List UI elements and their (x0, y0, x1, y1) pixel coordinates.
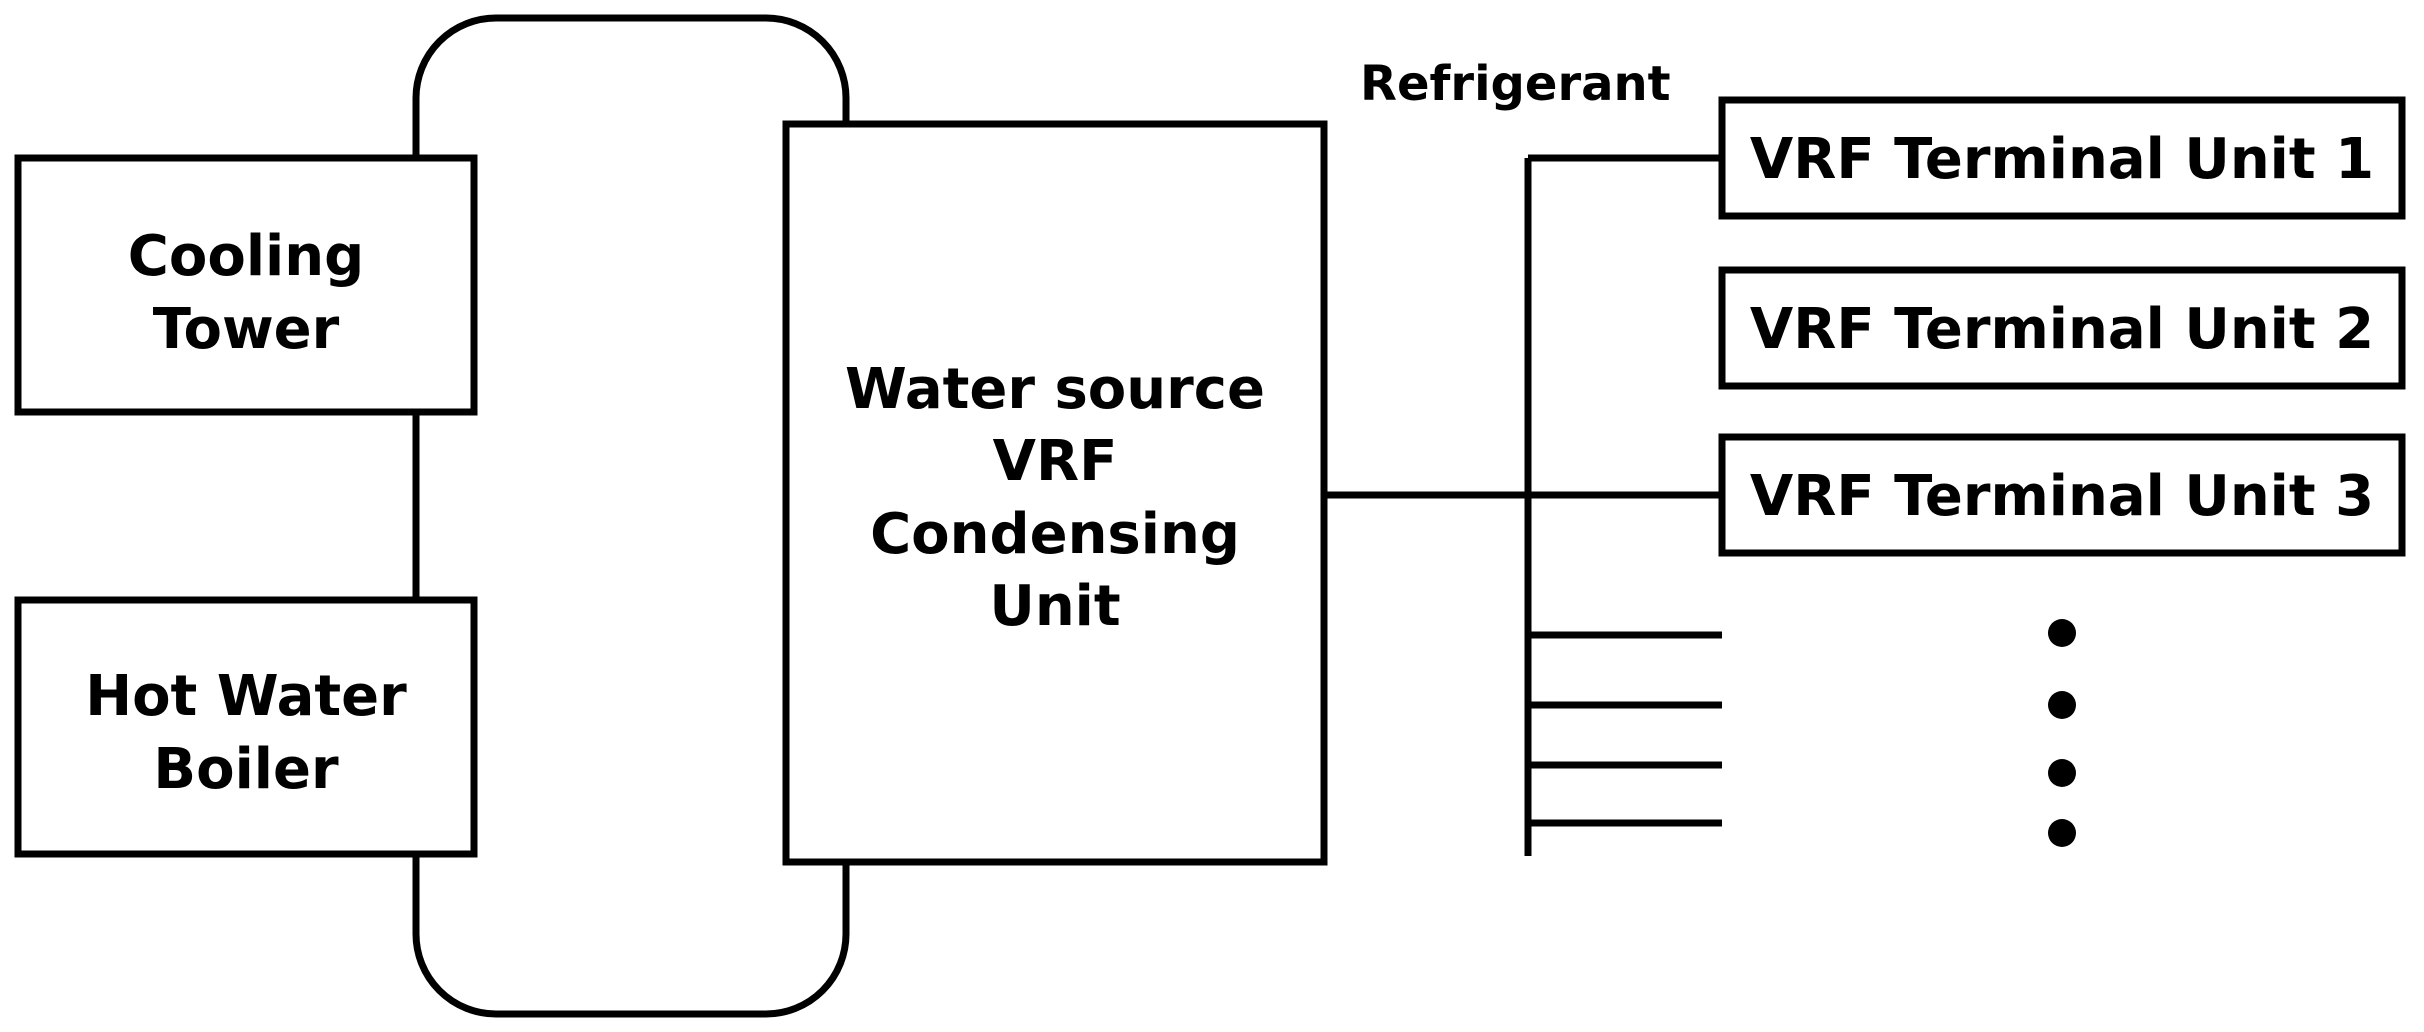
ellipsis-dot-4 (2048, 819, 2076, 847)
condensing-unit-label-line3: Condensing (870, 502, 1240, 567)
continuation-dots (2048, 619, 2076, 847)
terminal-unit-3-label: VRF Terminal Unit 3 (1750, 464, 2374, 529)
cooling-tower-box: Cooling Tower (14, 154, 478, 416)
boiler-label-line1: Hot Water (85, 664, 407, 729)
cooling-tower-label-line1: Cooling (128, 224, 364, 289)
terminal-unit-1-box: VRF Terminal Unit 1 (1718, 96, 2406, 220)
refrigerant-piping (1324, 154, 1722, 856)
condensing-unit-box: Water source VRF Condensing Unit (782, 120, 1328, 866)
water-loop (412, 14, 850, 1018)
refrigerant-label: Refrigerant (1360, 56, 1671, 112)
terminal-unit-2-box: VRF Terminal Unit 2 (1718, 266, 2406, 390)
condensing-unit-label-line4: Unit (989, 574, 1120, 639)
terminal-unit-1-label: VRF Terminal Unit 1 (1750, 127, 2374, 192)
condensing-unit-label-line2: VRF (993, 429, 1118, 494)
cooling-tower-label-line2: Tower (153, 297, 340, 362)
hot-water-boiler-box: Hot Water Boiler (14, 596, 478, 858)
ellipsis-dot-3 (2048, 759, 2076, 787)
terminal-unit-3-box: VRF Terminal Unit 3 (1718, 433, 2406, 557)
ellipsis-dot-2 (2048, 691, 2076, 719)
ellipsis-dot-1 (2048, 619, 2076, 647)
terminal-unit-2-label: VRF Terminal Unit 2 (1750, 297, 2374, 362)
condensing-unit-label-line1: Water source (845, 357, 1265, 422)
boiler-label-line2: Boiler (153, 737, 339, 802)
